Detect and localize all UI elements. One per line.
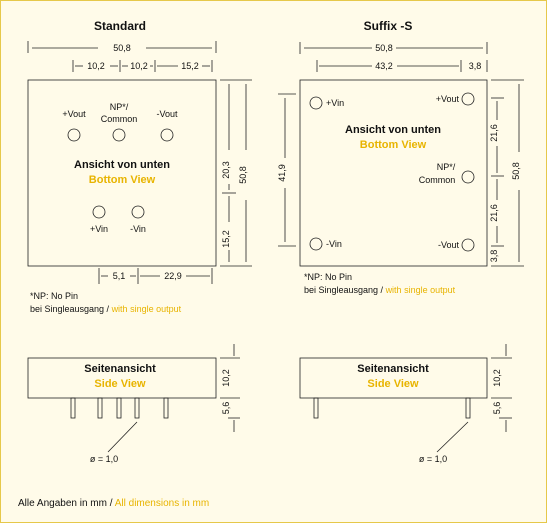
sfx-note-single: bei Singleausgang / with single output <box>304 285 456 295</box>
title-suffix-s: Suffix -S <box>364 19 413 33</box>
std-label-vin-plus: +Vin <box>90 224 108 234</box>
pin-vin-minus-s <box>309 237 323 251</box>
pin-vout-plus-s <box>461 92 475 106</box>
std-dim-top-seg1: 10,2 <box>87 61 105 71</box>
sfx-side-view-en: Side View <box>367 378 419 390</box>
sfx-dim-top-total: 50,8 <box>375 43 393 53</box>
sfx-label-common: Common <box>419 175 456 185</box>
sfx-note-single-de: bei Singleausgang / <box>304 285 386 295</box>
standard-module-outline <box>27 79 217 267</box>
suffix-side-view <box>299 344 512 453</box>
footer-note: Alle Angaben in mm / All dimensions in m… <box>18 498 209 509</box>
std-dim-top-seg2: 10,2 <box>130 61 148 71</box>
std-label-vout-plus: +Vout <box>62 109 86 119</box>
std-bottom-view-en: Bottom View <box>89 174 156 186</box>
std-side-pin-4 <box>134 397 140 419</box>
pin-vout-minus <box>160 128 174 142</box>
sfx-label-vout-minus: -Vout <box>438 240 460 250</box>
std-dim-bottom-seg2: 22,9 <box>164 271 182 281</box>
std-label-np: NP*/ <box>110 102 129 112</box>
std-side-pin-2 <box>97 397 103 419</box>
std-label-vin-minus: -Vin <box>130 224 146 234</box>
sfx-dim-right-seg2: 21,6 <box>489 204 499 222</box>
sfx-pin-diameter: ø = 1,0 <box>419 454 447 464</box>
sfx-dim-top-seg1: 43,2 <box>375 61 393 71</box>
footer-note-en: All dimensions in mm <box>115 498 209 509</box>
sfx-side-view-de: Seitenansicht <box>357 363 429 375</box>
std-label-vout-minus: -Vout <box>156 109 178 119</box>
sfx-note-single-en: with single output <box>385 285 456 295</box>
std-label-common: Common <box>101 114 138 124</box>
suffix-side-body <box>299 357 488 399</box>
sfx-label-vin-plus: +Vin <box>326 98 344 108</box>
sfx-dim-left-total: 41,9 <box>277 164 287 182</box>
sfx-bottom-view-en: Bottom View <box>360 139 427 151</box>
pin-np-common-s <box>461 170 475 184</box>
sfx-label-vin-minus: -Vin <box>326 239 342 249</box>
std-side-pin-5 <box>163 397 169 419</box>
sfx-side-pin-1 <box>313 397 319 419</box>
std-dim-right-lower: 15,2 <box>221 230 231 248</box>
sfx-dim-top-seg2: 3,8 <box>469 61 482 71</box>
pin-vin-plus <box>92 205 106 219</box>
std-side-dim-height: 10,2 <box>221 369 231 387</box>
std-pin-diameter: ø = 1,0 <box>90 454 118 464</box>
footer-note-de: Alle Angaben in mm / <box>18 498 115 509</box>
sfx-dim-right-total: 50,8 <box>511 162 521 180</box>
std-dim-bottom-seg1: 5,1 <box>113 271 126 281</box>
std-side-view-de: Seitenansicht <box>84 363 156 375</box>
std-dim-top-seg3: 15,2 <box>181 61 199 71</box>
std-bottom-view-de: Ansicht von unten <box>74 159 170 171</box>
pin-vout-minus-s <box>461 238 475 252</box>
pin-vout-plus <box>67 128 81 142</box>
std-note-single: bei Singleausgang / with single output <box>30 304 182 314</box>
std-side-dim-pin: 5,6 <box>221 402 231 415</box>
suffix-module-outline <box>299 79 488 267</box>
sfx-note-np: *NP: No Pin <box>304 272 352 282</box>
std-dim-right-upper: 20,3 <box>221 161 231 179</box>
sfx-bottom-view-de: Ansicht von unten <box>345 124 441 136</box>
sfx-dim-right-seg1: 21,6 <box>489 124 499 142</box>
standard-bottom-view <box>27 41 252 284</box>
std-side-view-en: Side View <box>94 378 146 390</box>
std-note-single-de: bei Singleausgang / <box>30 304 112 314</box>
pin-vin-minus <box>131 205 145 219</box>
std-side-pin-3 <box>116 397 122 419</box>
title-standard: Standard <box>94 19 146 33</box>
sfx-label-np: NP*/ <box>437 162 456 172</box>
standard-side-view <box>27 344 240 453</box>
sfx-dim-right-seg3: 3,8 <box>489 250 499 263</box>
sfx-label-vout-plus: +Vout <box>436 94 460 104</box>
pin-np-common <box>112 128 126 142</box>
std-note-np: *NP: No Pin <box>30 291 78 301</box>
std-side-pin-1 <box>70 397 76 419</box>
sfx-side-pin-2 <box>465 397 471 419</box>
sfx-side-dim-pin: 5,6 <box>492 402 502 415</box>
std-dim-right-total: 50,8 <box>238 166 248 184</box>
std-note-single-en: with single output <box>111 304 182 314</box>
std-dim-top-total: 50,8 <box>113 43 131 53</box>
standard-side-body <box>27 357 217 399</box>
sfx-side-dim-height: 10,2 <box>492 369 502 387</box>
pin-vin-plus-s <box>309 96 323 110</box>
suffix-bottom-view <box>278 42 524 267</box>
